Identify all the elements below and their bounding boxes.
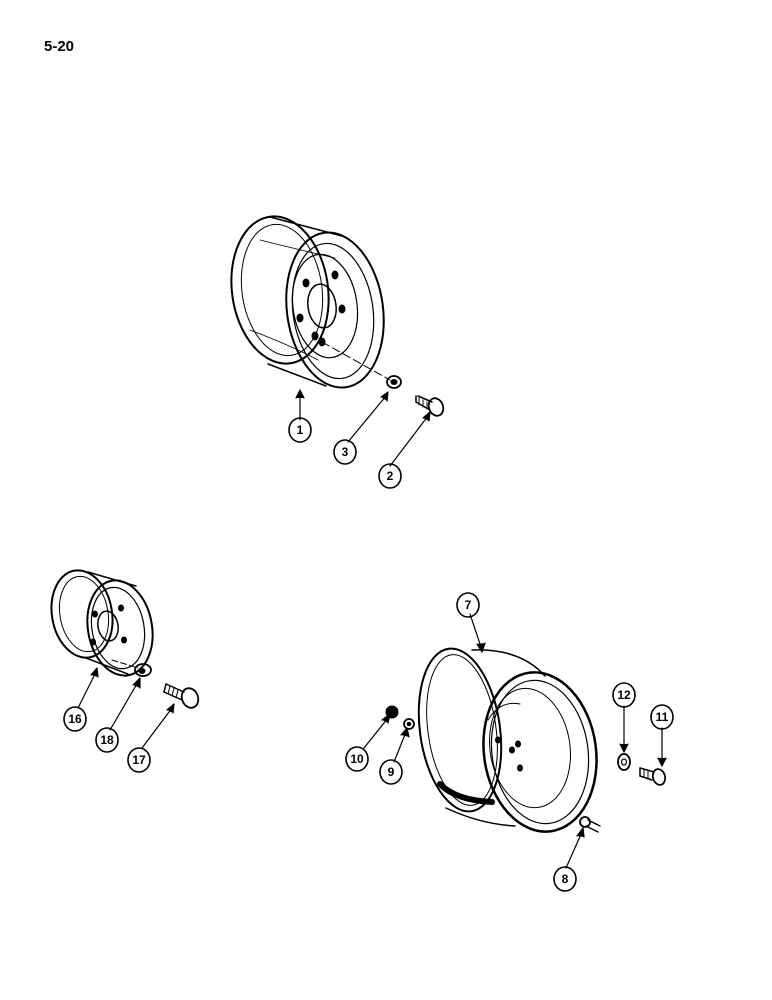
callout-17-label: 17 [132, 753, 146, 767]
wheel-16-illustration [50, 569, 154, 677]
callout-10-label: 10 [350, 752, 364, 766]
leaders-group-1 [295, 389, 431, 467]
callout-1-label: 1 [297, 423, 304, 437]
nut-18-illustration [134, 663, 152, 677]
wheel-7-illustration [417, 647, 598, 833]
bolt-8-illustration [579, 816, 601, 833]
page-number: 5-20 [44, 38, 75, 55]
washer-9-illustration [403, 718, 415, 730]
callout-circles [63, 417, 674, 892]
leaders-group-2 [77, 667, 175, 749]
callout-2-label: 2 [387, 469, 394, 483]
callout-12-label: 12 [617, 688, 631, 702]
bolt-17-illustration [163, 683, 200, 709]
bolt-11-illustration [639, 767, 667, 786]
callout-7-label: 7 [465, 598, 472, 612]
callout-labels: 1 2 3 7 8 9 10 11 12 16 17 18 [68, 423, 668, 886]
callout-18-label: 18 [100, 733, 114, 747]
bolt-2-illustration [415, 395, 445, 417]
callout-16-label: 16 [68, 712, 82, 726]
leaders-group-3 [363, 613, 667, 869]
callout-11-label: 11 [656, 710, 669, 724]
callout-9-label: 9 [388, 765, 395, 779]
washer-12-illustration [617, 753, 631, 771]
callout-3-label: 3 [342, 445, 349, 459]
callout-8-label: 8 [562, 872, 569, 886]
nut-3-illustration [386, 375, 402, 389]
wheel-1-illustration [230, 215, 391, 389]
